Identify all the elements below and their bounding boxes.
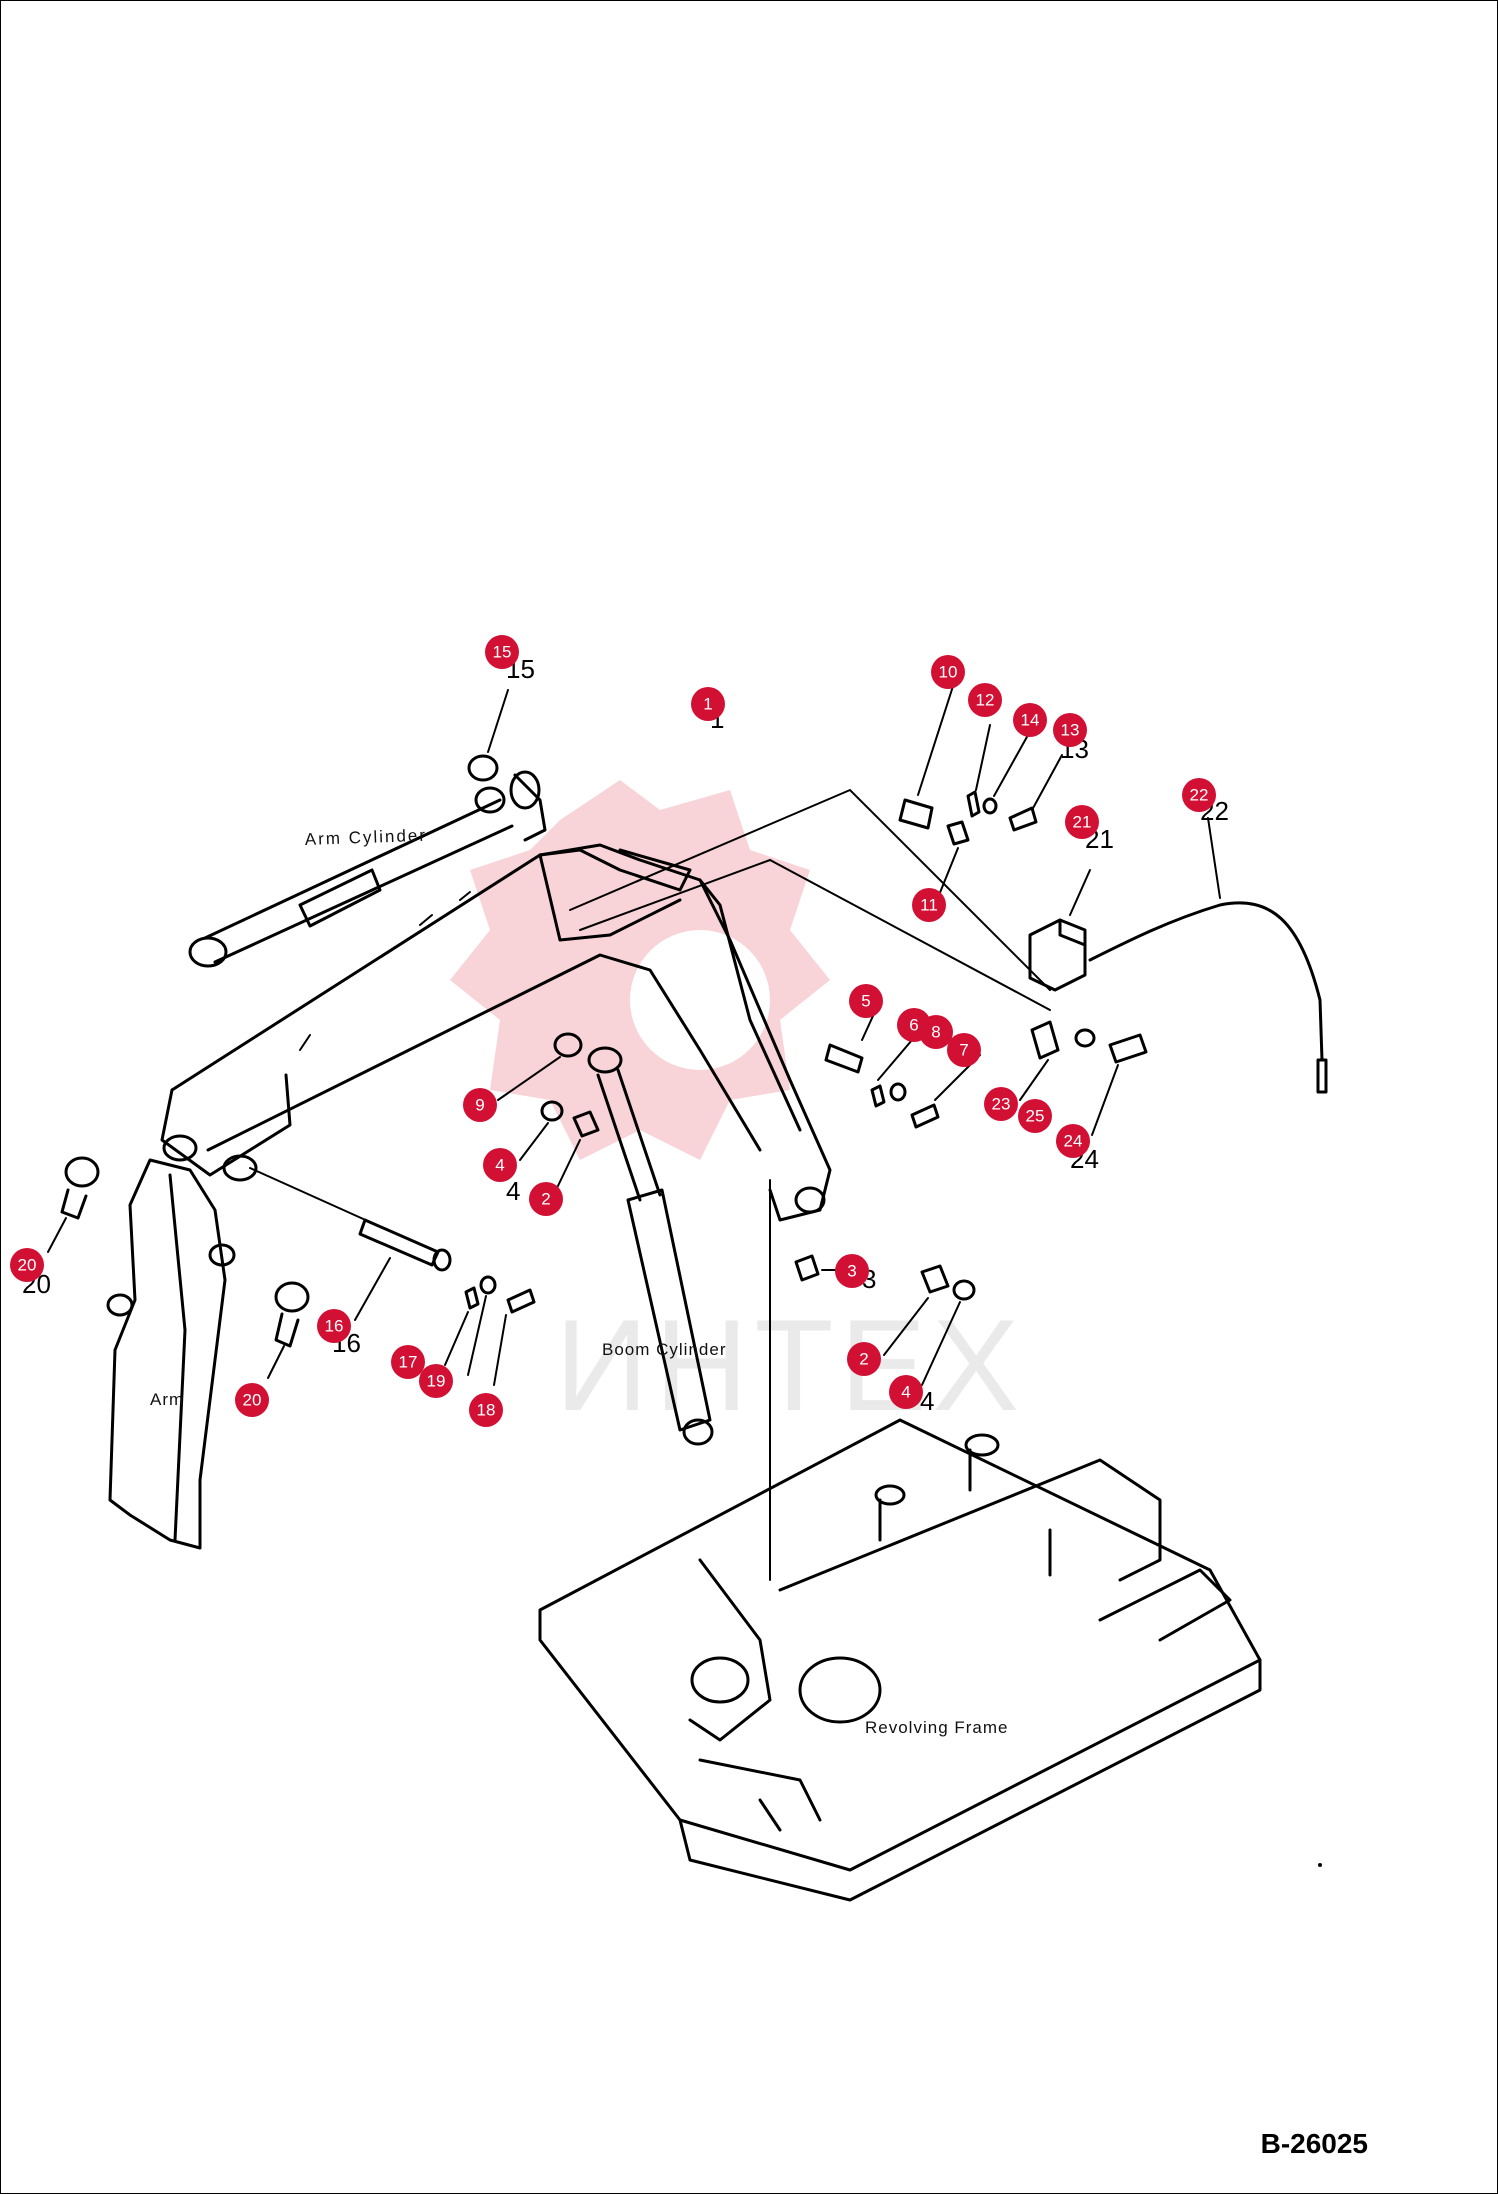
marker-14: 14 [1013,703,1047,737]
arm-label: Arm [150,1390,184,1409]
svg-text:4: 4 [506,1176,520,1206]
svg-text:8: 8 [931,1023,940,1042]
svg-text:21: 21 [1073,813,1092,832]
sensor-21 [1028,869,1091,992]
svg-text:12: 12 [976,691,995,710]
bracket-23 [1030,1020,1060,1060]
bushing-2-right [920,1264,950,1294]
svg-text:20: 20 [18,1256,37,1275]
svg-text:6: 6 [909,1016,918,1035]
bolt-24 [1108,1033,1148,1064]
bolt-13 [1008,806,1038,832]
svg-text:22: 22 [1190,786,1209,805]
revolving-frame-label: Revolving Frame [865,1718,1009,1737]
marker-9: 9 [463,1088,497,1122]
washer-19 [479,1275,497,1295]
marker-16: 16 [317,1309,351,1343]
svg-text:25: 25 [1026,1107,1045,1126]
washer-9 [553,1032,583,1058]
link-20-upper [47,1156,100,1253]
svg-text:2: 2 [541,1190,550,1209]
plate-12 [966,790,981,818]
svg-text:3: 3 [847,1262,856,1281]
marker-3: 3 [835,1254,869,1288]
connector-11 [946,820,970,846]
washer-4-left [540,1100,564,1122]
pin-5 [824,1043,864,1074]
washer-15 [467,754,499,782]
boom-top-bracket [538,848,692,892]
svg-text:14: 14 [1021,711,1040,730]
revolving-frame [538,1418,1322,1902]
marker-11: 11 [912,888,946,922]
marker-13: 13 [1053,713,1087,747]
svg-text:7: 7 [959,1041,968,1060]
svg-text:11: 11 [920,896,938,915]
marker-5: 5 [849,984,883,1018]
svg-text:4: 4 [495,1156,504,1175]
pin-16 [249,1167,452,1321]
marker-22: 22 [1182,778,1216,812]
marker-2-left: 2 [529,1182,563,1216]
marker-12: 12 [968,683,1002,717]
svg-text:20: 20 [243,1391,262,1410]
marker-25: 25 [1018,1099,1052,1133]
marker-10: 10 [931,655,965,689]
washer-25 [1074,1028,1096,1048]
marker-20-lower: 20 [235,1383,269,1417]
plate-6 [870,1084,886,1108]
svg-text:16: 16 [325,1317,344,1336]
marker-17: 17 [391,1345,425,1379]
marker-21: 21 [1065,805,1099,839]
marker-7: 7 [947,1033,981,1067]
arm [106,1158,236,1550]
bushing-3 [794,1254,820,1282]
svg-text:19: 19 [427,1372,446,1391]
bolt-7 [910,1103,940,1129]
marker-15: 15 [485,635,519,669]
watermark-text: ИНТЕХ [555,1292,1025,1438]
boom-cylinder [587,1046,771,1581]
drawing-code: B-26025 [1260,2128,1368,2159]
marker-19: 19 [419,1364,453,1398]
svg-text:2: 2 [859,1350,868,1369]
arm-cylinder [188,770,547,968]
marker-1: 1 [691,687,725,721]
svg-text:18: 18 [477,1401,496,1420]
marker-24: 24 [1056,1124,1090,1158]
boom [160,843,832,1222]
bushing-2-left [572,1110,600,1138]
cable-22 [1088,817,1328,1094]
marker-4-left: 4 [483,1148,517,1182]
link-20-lower [267,1281,310,1379]
marker-18: 18 [469,1393,503,1427]
marker-4-right: 4 [889,1375,923,1409]
arm-cylinder-label: Arm Cylinder [304,826,427,849]
bolt-18 [506,1288,536,1314]
svg-text:15: 15 [493,643,512,662]
svg-text:5: 5 [861,992,870,1011]
svg-text:13: 13 [1061,721,1080,740]
svg-text:23: 23 [992,1095,1011,1114]
washer-8 [889,1082,907,1102]
plate-17 [464,1286,480,1310]
marker-20-upper: 20 [10,1248,44,1282]
boom-cylinder-label: Boom Cylinder [602,1340,727,1359]
marker-23: 23 [984,1087,1018,1121]
svg-text:9: 9 [475,1096,484,1115]
marker-2-right: 2 [847,1342,881,1376]
callout-markers: 15 1 10 12 14 13 21 22 11 5 6 8 7 23 25 … [10,635,1216,1427]
svg-text:10: 10 [939,663,958,682]
svg-text:1: 1 [703,695,712,714]
svg-text:4: 4 [920,1386,934,1416]
washer-14 [982,797,998,815]
svg-text:17: 17 [399,1353,418,1372]
svg-text:24: 24 [1064,1132,1083,1151]
svg-text:4: 4 [901,1383,910,1402]
pin-10 [898,798,934,830]
marker-8: 8 [919,1015,953,1049]
washer-4-right [952,1279,976,1301]
